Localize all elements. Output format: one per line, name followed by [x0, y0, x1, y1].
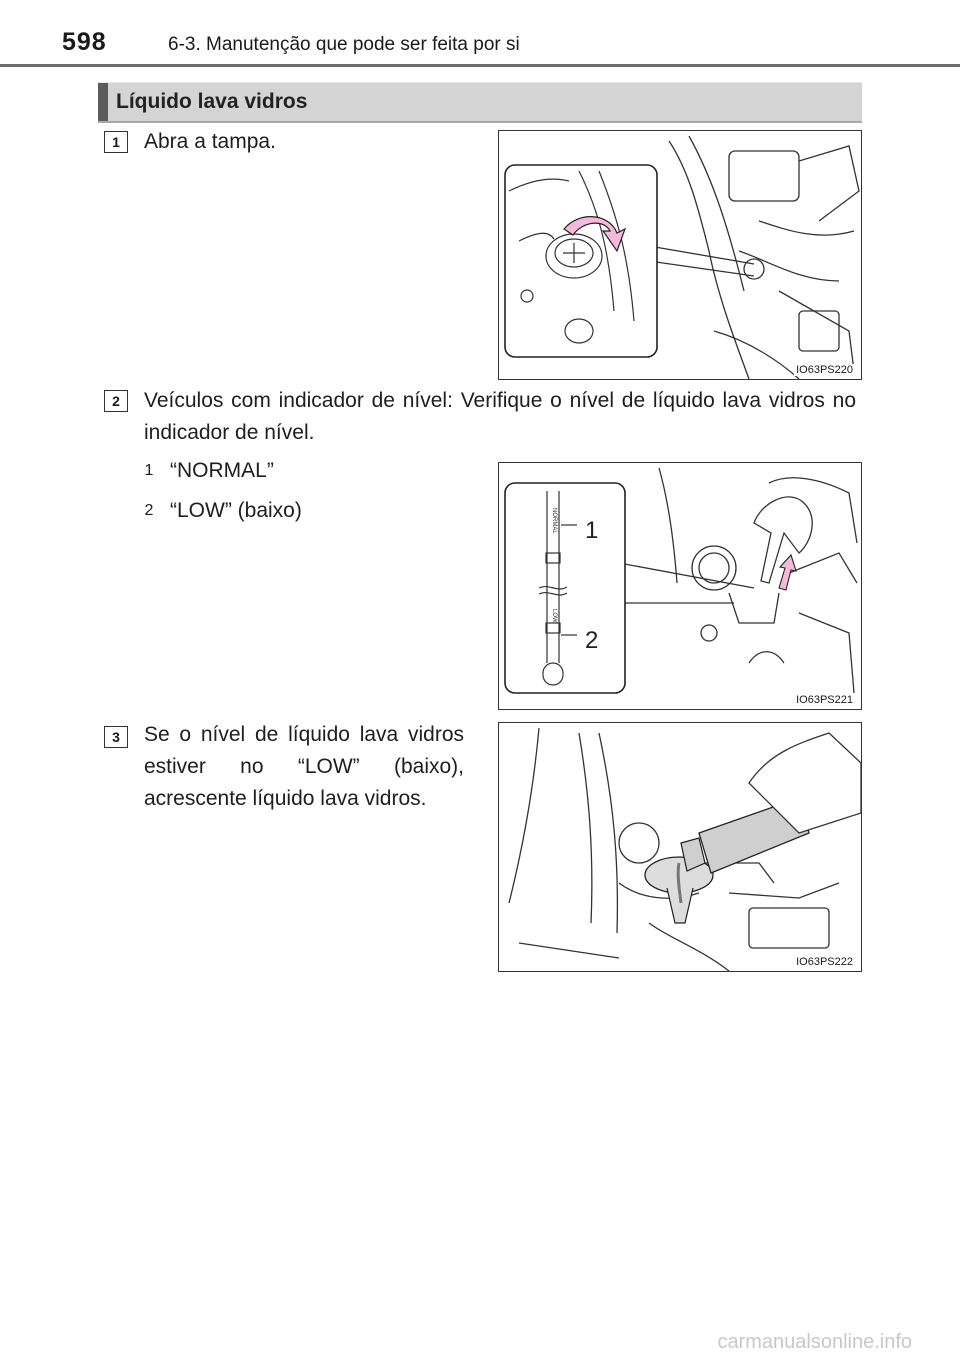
callout-number-1: 1: [144, 462, 154, 479]
rotate-arrow-icon: [563, 216, 627, 253]
section-heading-bar: Líquido lava vidros: [98, 82, 862, 123]
section-accent: [98, 83, 108, 121]
step-2-text: Veículos com indicador de nível: Verifiq…: [144, 389, 856, 444]
step-1-text: Abra a tampa.: [144, 130, 276, 153]
figure-callout-1: 1: [585, 517, 598, 544]
step-number-3: 3: [104, 726, 128, 748]
watermark: carmanualsonline.info: [717, 1331, 912, 1353]
figure-add-fluid: IO63PS222: [498, 722, 862, 972]
fluid-stream: [676, 862, 683, 904]
chapter-title: 6-3. Manutenção que pode ser feita por s…: [168, 34, 520, 55]
hand-illustration-2: [748, 732, 861, 834]
callout-label-low: “LOW” (baixo): [170, 499, 302, 522]
callout-label-normal: “NORMAL”: [170, 459, 274, 482]
gauge-normal-marking: NORMAL: [551, 508, 557, 534]
section-title: Líquido lava vidros: [116, 90, 308, 113]
up-arrow-icon: [778, 553, 797, 591]
step-number-2: 2: [104, 390, 128, 412]
figure-code-2: IO63PS221: [794, 694, 855, 706]
figure-code-1: IO63PS220: [794, 364, 855, 376]
engine-bay-illustration-2: NORMAL LOW 1 2: [504, 467, 858, 694]
figure-level-gauge: NORMAL LOW 1 2 IO63PS221: [498, 462, 862, 710]
gauge-low-marking: LOW: [551, 609, 557, 623]
cap-inset: [504, 164, 658, 358]
fluid-bottle-illustration: [698, 797, 810, 874]
callout-number-2: 2: [144, 502, 154, 519]
figure-callout-2: 2: [585, 627, 598, 654]
step-number-1: 1: [104, 131, 128, 153]
engine-bay-illustration-1: [504, 135, 860, 379]
step-3-text: Se o nível de líquido lava vidros estive…: [144, 723, 464, 810]
header-divider: [0, 64, 960, 67]
hand-illustration: [753, 496, 813, 584]
figure-open-cap: IO63PS220: [498, 130, 862, 380]
engine-bay-illustration-3: [508, 727, 861, 971]
page-number: 598: [62, 28, 107, 56]
figure-code-3: IO63PS222: [794, 956, 855, 968]
